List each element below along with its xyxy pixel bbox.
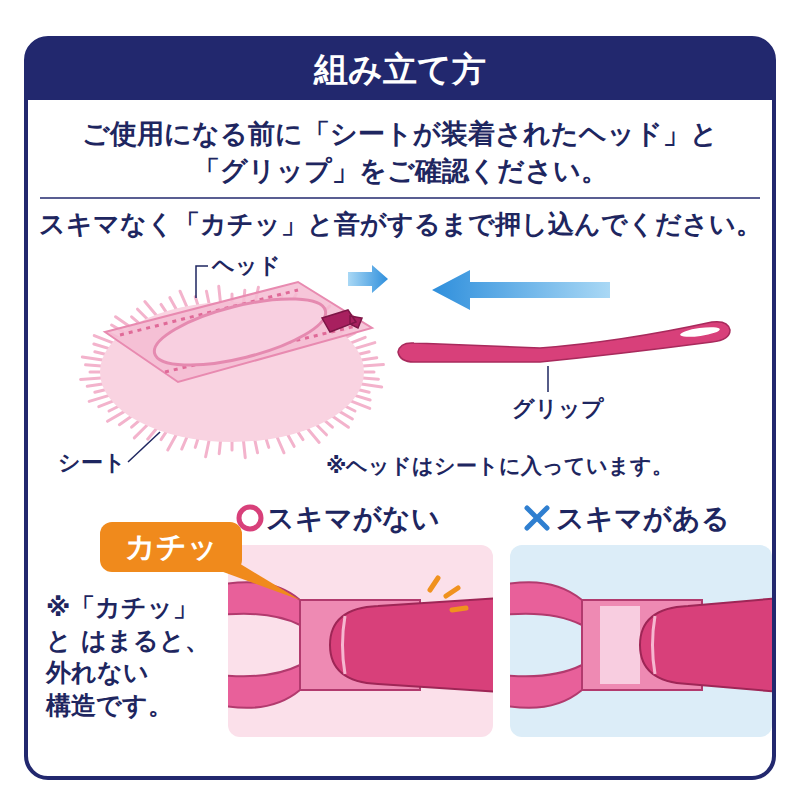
part-label: グリップ <box>512 396 604 422</box>
panel-ok: スキマがない <box>228 545 493 737</box>
arrow-left <box>432 270 610 310</box>
grip <box>398 322 730 362</box>
callout-text: カチッ <box>125 529 218 565</box>
head <box>105 282 372 382</box>
ng-symbol <box>527 508 547 528</box>
note-text: ※ヘッドはシートに入っています。 <box>326 454 673 479</box>
arrow-right <box>348 265 388 293</box>
note-text: ※「カチッ」と はまると、 外れない 構造です。 <box>46 592 222 722</box>
ok-symbol <box>239 507 261 529</box>
panel-heading: スキマがある <box>556 501 730 537</box>
leader-line <box>547 366 549 392</box>
title: 組み立て方 <box>26 44 774 94</box>
joint-ok <box>228 578 493 708</box>
title-band <box>26 38 774 100</box>
leader-line <box>196 266 208 298</box>
panel-heading: スキマがない <box>266 501 440 537</box>
instruction-text: スキマなく「カチッ」と音がするまで押し込んでください。 <box>30 208 770 242</box>
rule <box>40 197 760 199</box>
panel-gap: スキマがある <box>510 545 772 737</box>
part-label: ヘッド <box>212 253 281 279</box>
part-label: シート <box>58 450 126 476</box>
leader-line <box>128 432 160 462</box>
head-oval <box>148 285 331 378</box>
joint-gap <box>510 582 772 708</box>
grip-hole <box>680 325 721 338</box>
head-socket <box>322 310 362 332</box>
callout-bubble: カチッ <box>100 522 242 572</box>
instruction-text: ご使用になる前に「シートが装着されたヘッド」と 「グリップ」をご確認ください。 <box>60 116 740 189</box>
